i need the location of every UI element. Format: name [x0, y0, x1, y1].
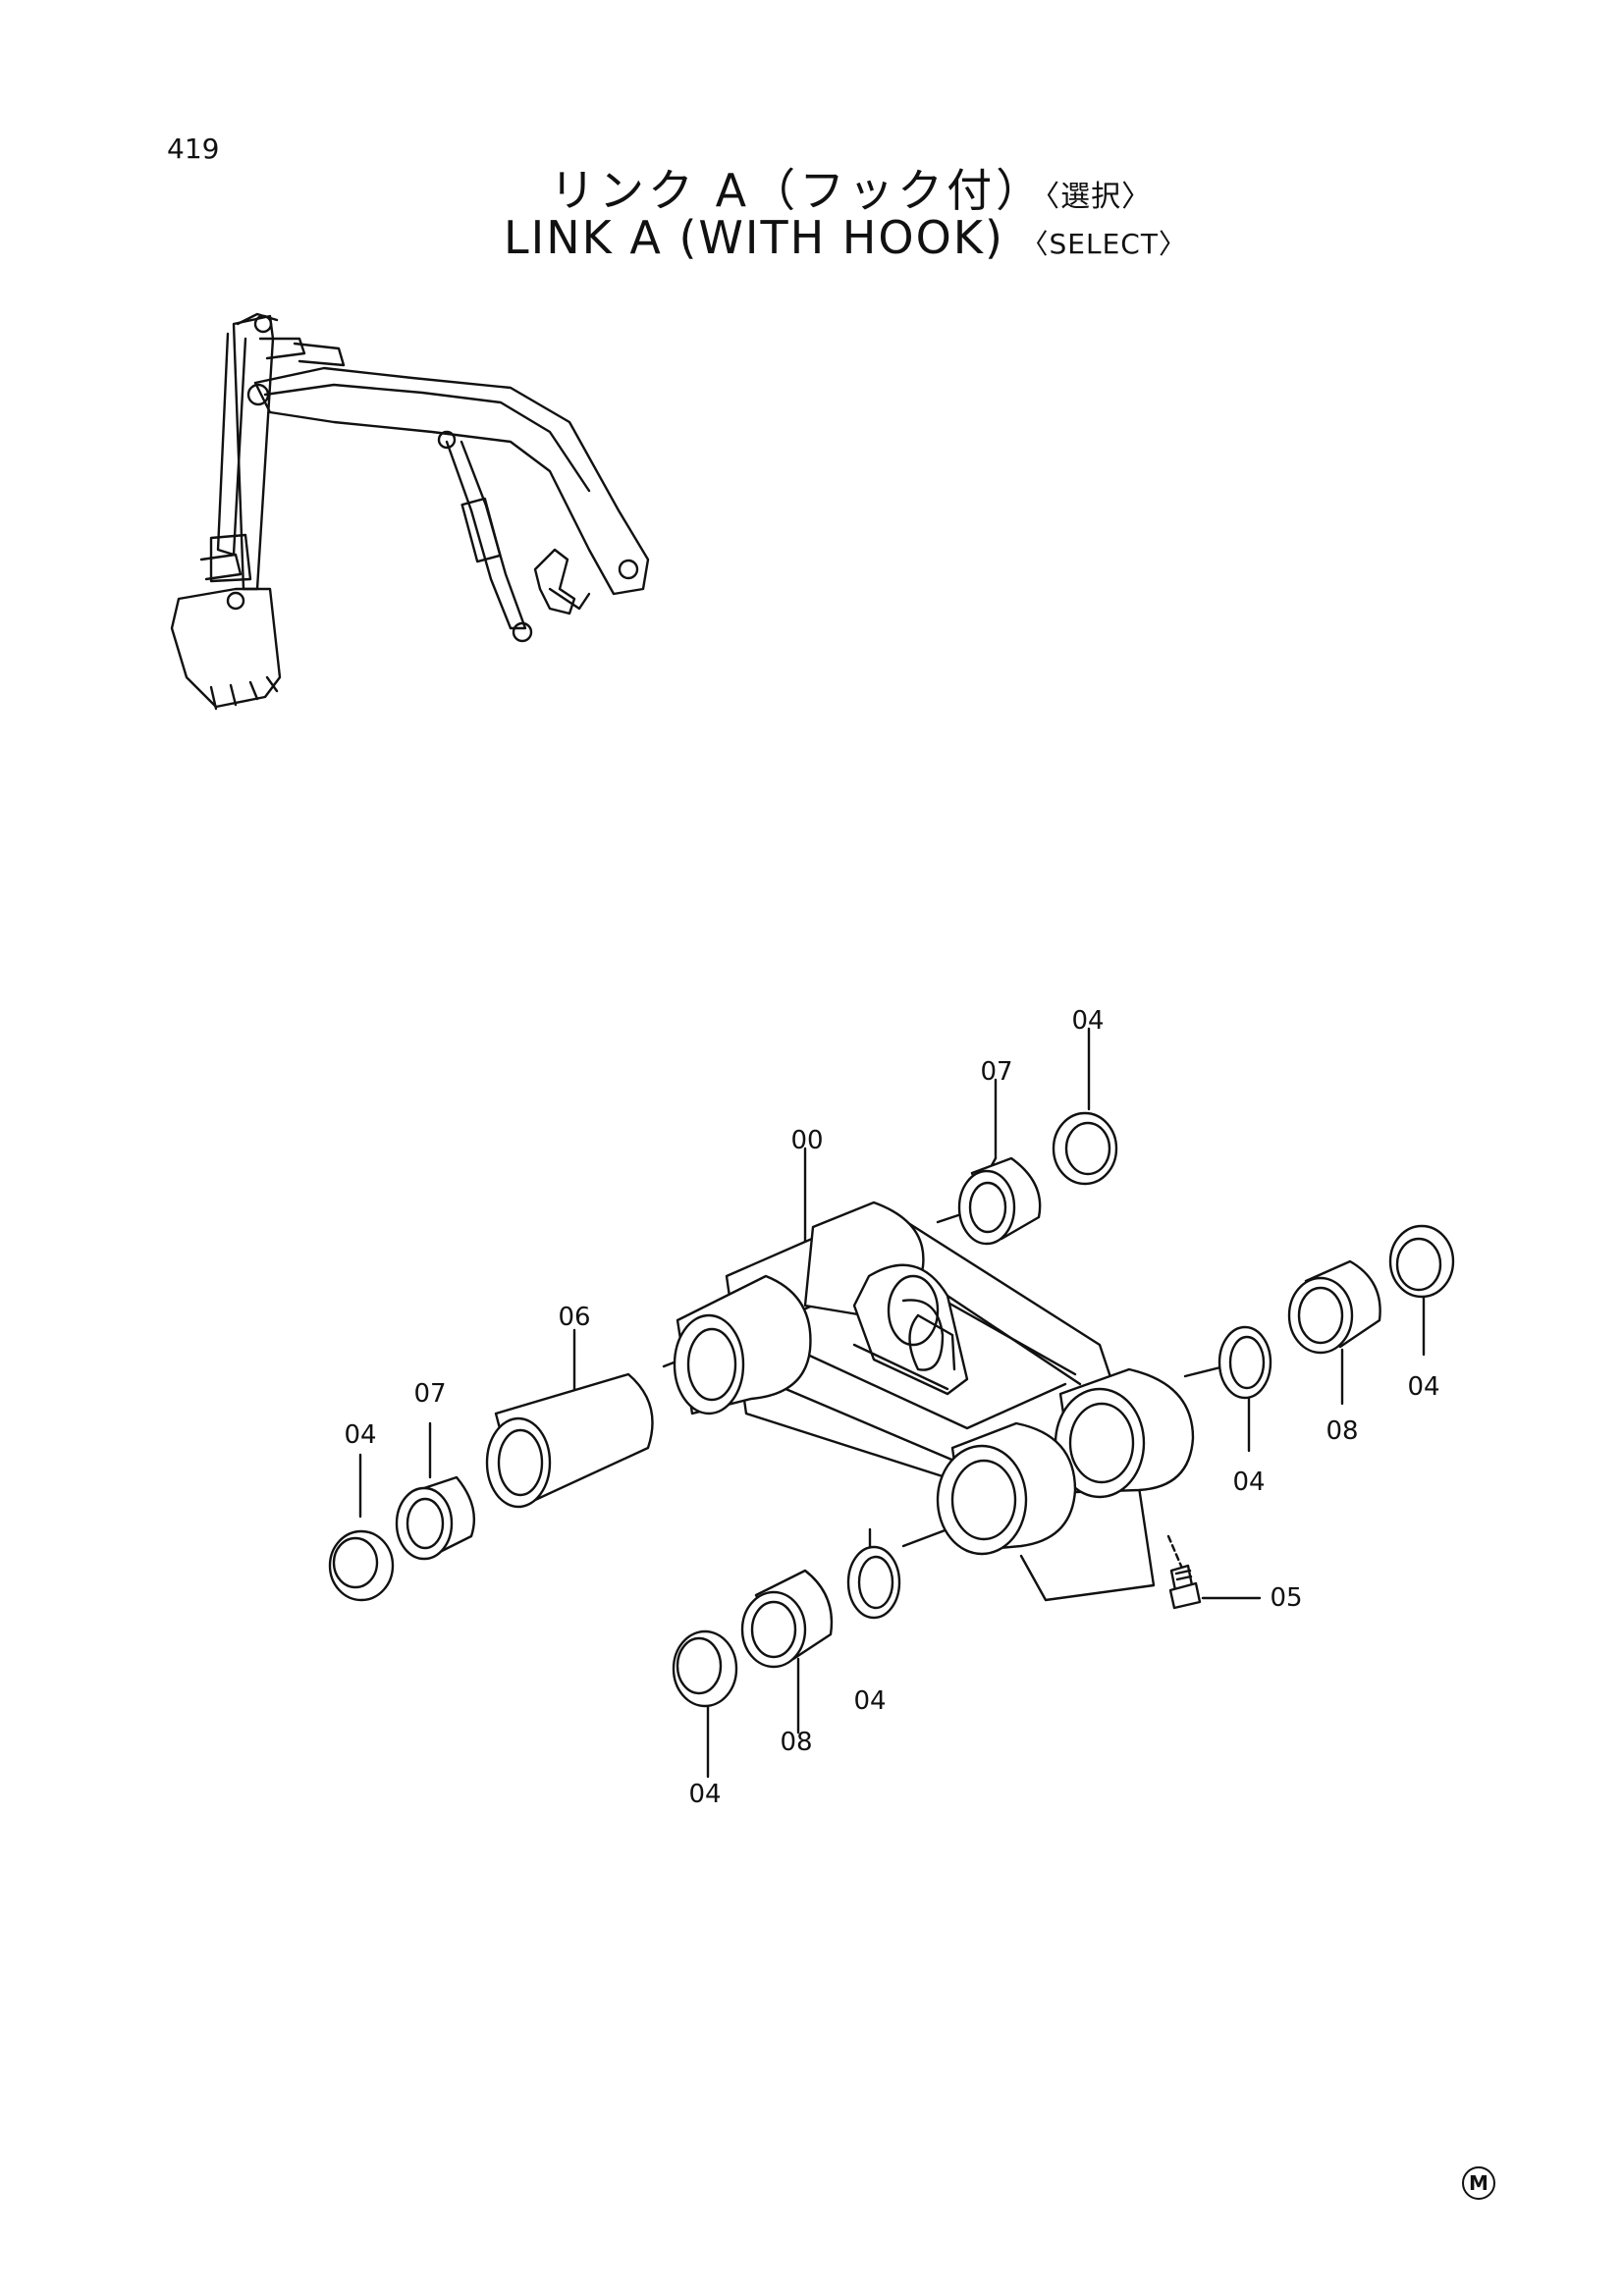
part-04-seal-top [1052, 1111, 1118, 1186]
excavator-arm-thumbnail [170, 312, 650, 711]
callout-04-bottom: 04 [688, 1780, 722, 1809]
title-en-text: LINK A (WITH HOOK) [504, 211, 1004, 264]
callout-07-left: 07 [413, 1379, 447, 1409]
link-a-body [673, 1201, 1195, 1556]
part-04-seal-bottom-mid [846, 1545, 901, 1620]
part-08-bushing-bottom [740, 1569, 834, 1669]
callout-05: 05 [1270, 1583, 1303, 1613]
part-06-pin [485, 1372, 654, 1509]
part-04-seal-right-mid [1217, 1325, 1272, 1400]
title-jp-text: リンク A（フック付） [550, 164, 1046, 217]
callout-04-right-top: 04 [1407, 1372, 1440, 1402]
callout-00: 00 [790, 1126, 824, 1155]
part-04-seal-bottom [672, 1629, 738, 1708]
callout-04-bottom-mid: 04 [853, 1686, 887, 1716]
callout-04-top: 04 [1071, 1006, 1105, 1036]
m-mark-icon: M [1462, 2166, 1495, 2200]
callout-08-bottom: 08 [780, 1728, 813, 1757]
title-japanese: リンク A（フック付）〈選択〉 [550, 155, 1152, 220]
title-jp-suffix: 〈選択〉 [1045, 180, 1153, 214]
callout-04-right-mid: 04 [1232, 1468, 1266, 1497]
part-05-grease-fitting [1168, 1564, 1202, 1610]
title-en-suffix: 〈SELECT〉 [1020, 228, 1187, 260]
page-number: 419 [167, 133, 220, 165]
callout-06: 06 [558, 1303, 591, 1332]
part-07-bushing-left [395, 1475, 475, 1561]
callout-04-left: 04 [344, 1420, 377, 1450]
part-07-bushing-top [957, 1156, 1042, 1246]
part-04-seal-right-top [1388, 1224, 1455, 1299]
part-04-seal-left [328, 1529, 395, 1602]
callout-08-right: 08 [1325, 1416, 1359, 1446]
part-08-bushing-right [1287, 1259, 1381, 1355]
title-english: LINK A (WITH HOOK) 〈SELECT〉 [504, 211, 1187, 264]
callout-07-top: 07 [980, 1057, 1013, 1087]
